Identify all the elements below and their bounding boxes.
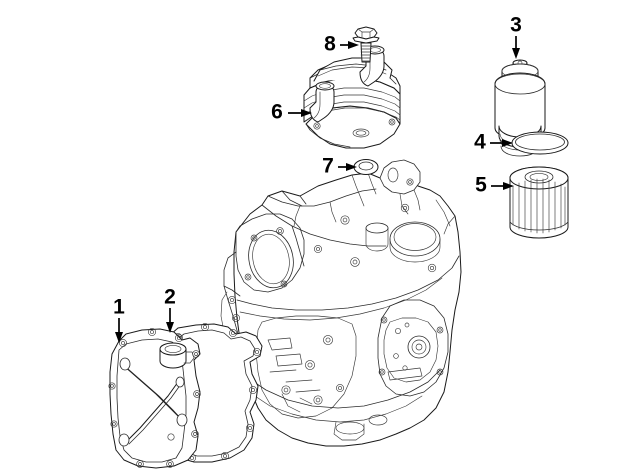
callout-7-number: 7 [322,155,334,178]
callout-2-number: 2 [164,286,176,309]
callout-5-arrow-icon [503,182,514,190]
callout-5-number: 5 [475,174,487,197]
callout-8-number: 8 [324,33,336,56]
part-oil-filter-cap-seal-ring [511,131,569,155]
part-oil-filter-element [509,166,569,239]
callout-4-number: 4 [474,131,486,154]
callout-6-arrow-icon [301,109,312,117]
callout-5: 5 [475,174,514,197]
callout-7-arrow-icon [346,163,357,171]
callout-4: 4 [474,131,513,154]
callout-4-arrow-icon [502,139,513,147]
callout-3-number: 3 [510,14,522,37]
part-oil-cooler-mounting-bolt [352,26,380,63]
callout-2-arrow-icon [166,322,174,333]
callout-1: 1 [113,296,125,343]
callout-1-number: 1 [113,296,125,319]
transmission-case-assembly [220,159,462,447]
callout-2: 2 [164,286,176,333]
callout-6-number: 6 [271,101,283,124]
callout-layer: 1 2 3 4 5 6 [113,14,522,343]
callout-3-arrow-icon [512,48,520,59]
callout-1-arrow-icon [115,332,123,343]
part-oil-cooler-seal-oring [353,159,379,175]
part-oil-pan [108,328,201,469]
callout-8-arrow-icon [348,41,359,49]
callout-3: 3 [510,14,522,59]
part-transmission-oil-cooler [303,45,401,149]
callout-8: 8 [324,33,359,56]
callout-7: 7 [322,155,357,178]
callout-6: 6 [271,101,312,124]
